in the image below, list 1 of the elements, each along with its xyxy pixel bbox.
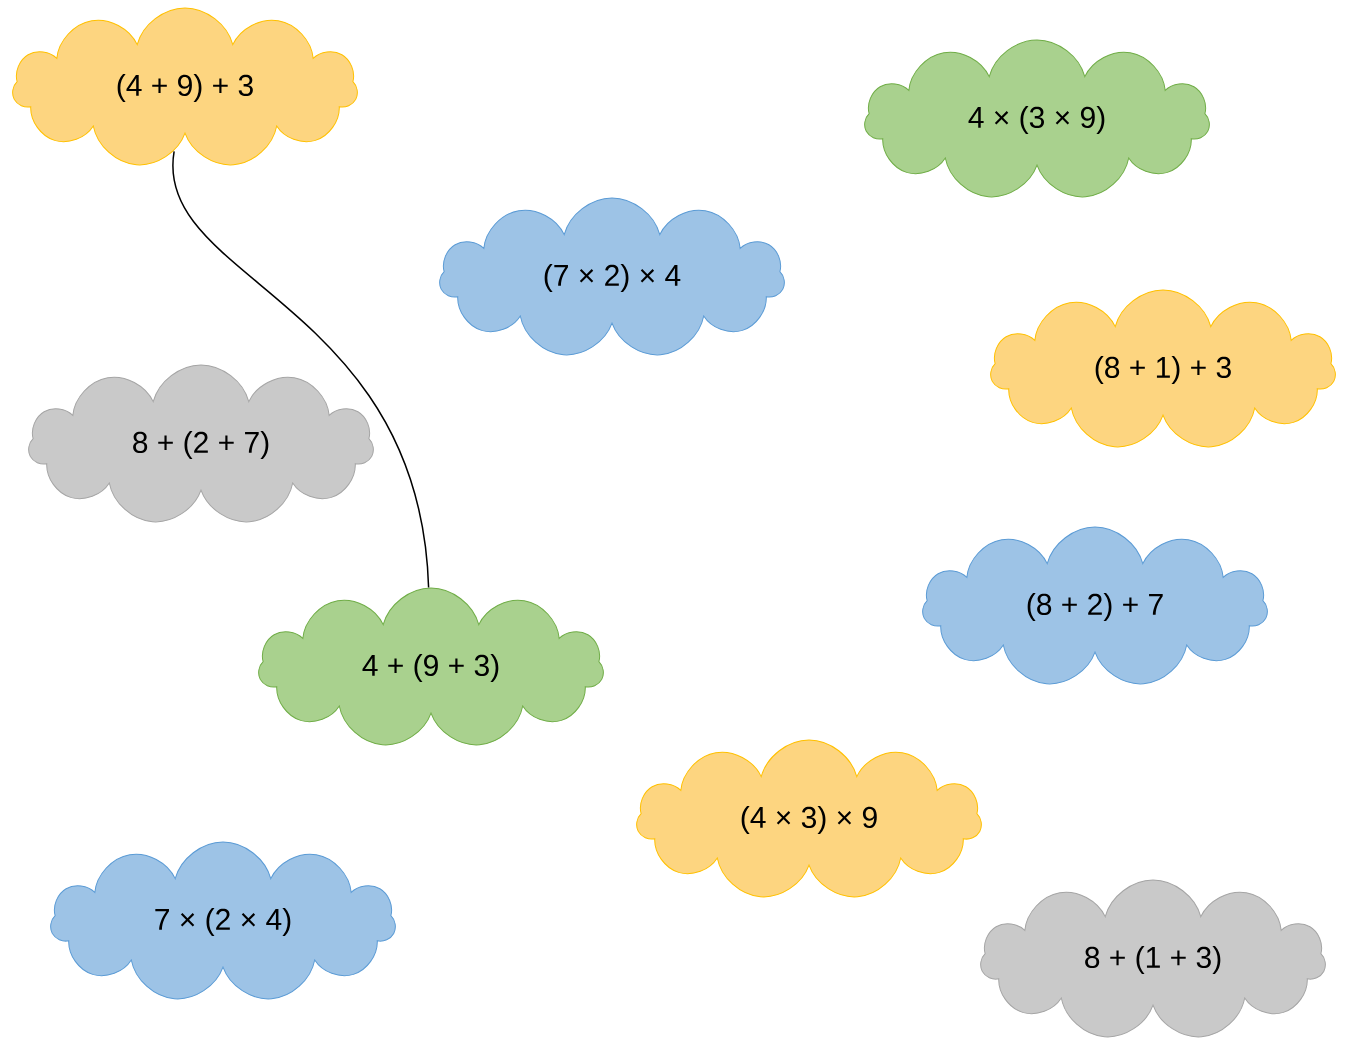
connector-line: [173, 150, 430, 589]
